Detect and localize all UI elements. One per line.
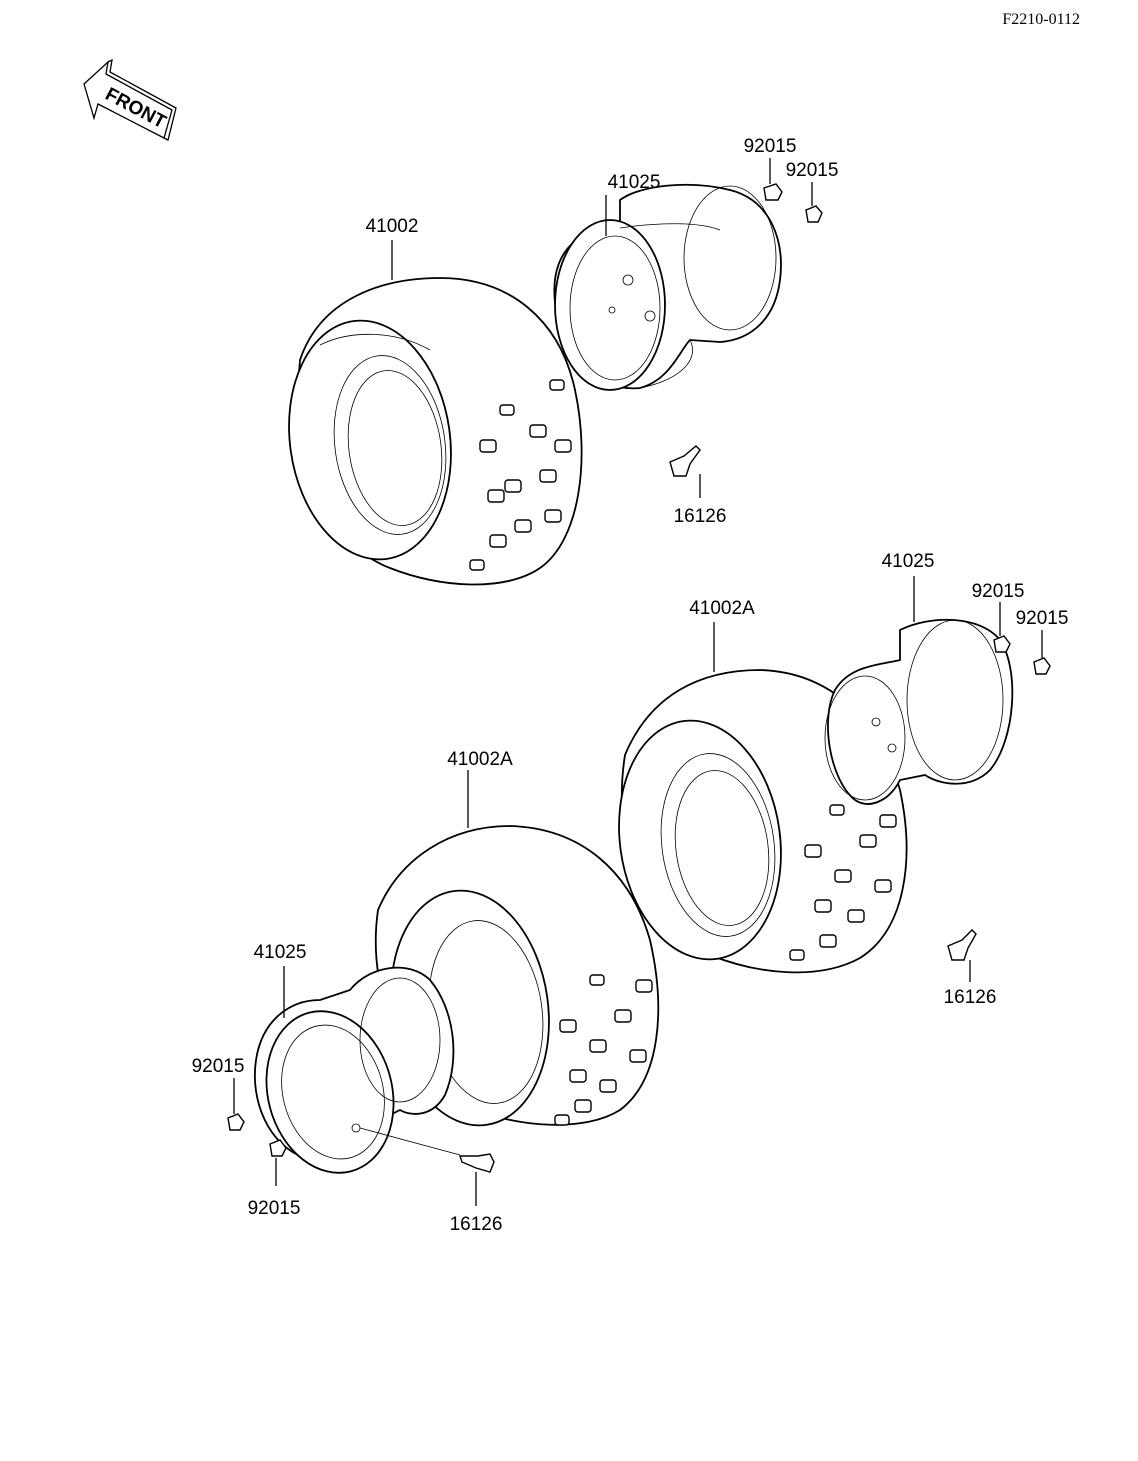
label-92015-right-b: 92015 [1016, 608, 1069, 629]
label-16126-right: 16126 [944, 987, 997, 1008]
tread-blocks [554, 974, 653, 1126]
label-92015-left-a: 92015 [192, 1056, 245, 1077]
label-41025-left: 41025 [254, 942, 307, 963]
tread-blocks [789, 804, 897, 961]
front-tire-41002 [288, 277, 583, 586]
lug-nut-icon [763, 183, 823, 223]
label-41025-right: 41025 [882, 551, 935, 572]
label-16126-front: 16126 [674, 506, 727, 527]
lug-nut-icon [993, 635, 1051, 675]
label-41002A-right: 41002A [689, 598, 755, 619]
label-92015-left-b: 92015 [248, 1198, 301, 1219]
label-92015-front-a: 92015 [744, 136, 797, 157]
rear-left-wheel-41025 [254, 966, 455, 1174]
valve-stem-icon [359, 1127, 495, 1173]
label-41002: 41002 [366, 216, 419, 237]
tread-blocks [469, 379, 572, 571]
valve-stem-icon [947, 929, 977, 961]
label-41025-front: 41025 [608, 172, 661, 193]
label-16126-left: 16126 [450, 1214, 503, 1235]
rear-right-wheel-41025 [824, 618, 1014, 805]
front-arrow-icon: FRONT [83, 58, 177, 141]
front-label: FRONT [102, 84, 170, 133]
label-41002A-left: 41002A [447, 749, 513, 770]
lug-nut-icon [227, 1113, 287, 1157]
label-92015-front-b: 92015 [786, 160, 839, 181]
label-92015-right-a: 92015 [972, 581, 1025, 602]
valve-stem-icon [669, 445, 701, 477]
diagram-code: F2210-0112 [1002, 11, 1080, 28]
front-wheel-41025 [553, 183, 782, 391]
